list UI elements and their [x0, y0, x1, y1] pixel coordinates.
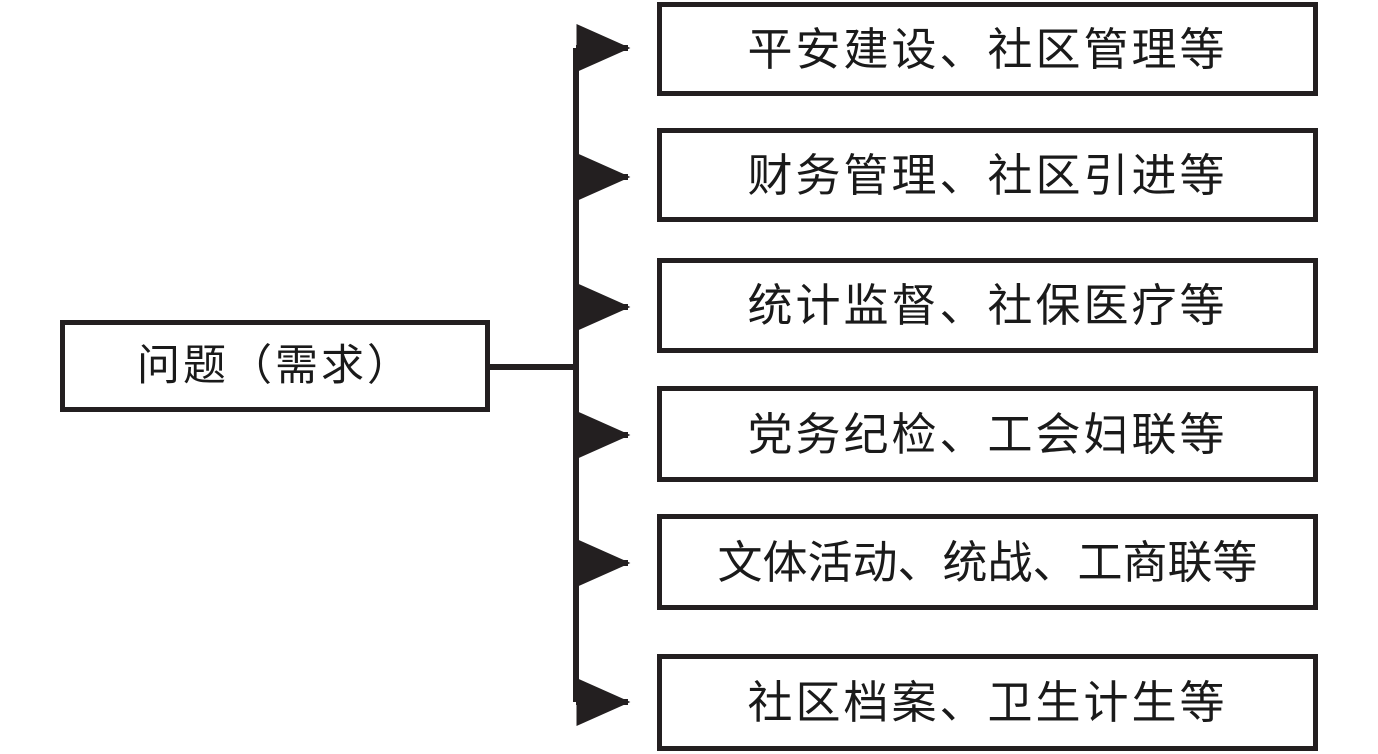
- root-node: 问题（需求）: [60, 320, 490, 412]
- branch-node-2: 财务管理、社区引进等: [657, 128, 1318, 222]
- branch-node-1-label: 平安建设、社区管理等: [747, 22, 1228, 76]
- branch-node-5-label: 文体活动、统战、工商联等: [717, 535, 1258, 589]
- branch-node-3: 统计监督、社保医疗等: [657, 258, 1318, 353]
- branch-node-4: 党务纪检、工会妇联等: [657, 386, 1318, 482]
- branch-node-6-label: 社区档案、卫生计生等: [747, 676, 1228, 729]
- branch-node-6: 社区档案、卫生计生等: [657, 654, 1318, 751]
- branch-node-1: 平安建设、社区管理等: [657, 2, 1318, 96]
- branch-node-4-label: 党务纪检、工会妇联等: [747, 407, 1228, 461]
- branch-node-5: 文体活动、统战、工商联等: [657, 514, 1318, 610]
- branch-node-2-label: 财务管理、社区引进等: [747, 148, 1228, 202]
- root-node-label: 问题（需求）: [137, 340, 413, 391]
- branch-node-3-label: 统计监督、社保医疗等: [747, 279, 1228, 332]
